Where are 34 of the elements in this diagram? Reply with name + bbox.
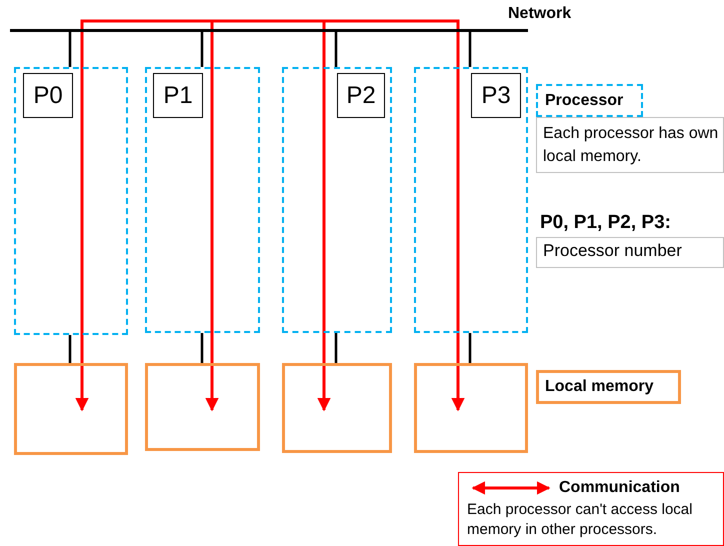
legend-label: Communication [559,479,680,497]
connector-line [200,32,204,67]
processor-number-box: P2 [337,73,385,118]
connector-line [68,335,72,363]
processor-frame [414,67,528,333]
connector-line [468,32,472,67]
processor-frame [14,67,128,335]
processor-number-box: P3 [471,73,521,118]
processor-number-box: P0 [23,73,73,118]
memory-box [282,363,392,453]
memory-box [14,363,128,455]
communication-arrow [75,21,89,412]
communication-line [80,20,460,22]
communication-arrow [317,21,331,412]
connector-line [68,32,72,67]
note-text: Each processor can't access local memory in other processors. [467,500,694,540]
bus-label: Network [508,5,572,23]
connector-line [334,333,338,363]
connector-line [200,333,204,363]
legend-key: Processor [536,84,643,117]
note-text: Each processor has own local memory. [536,117,724,173]
processor-frame [145,67,260,333]
legend-key: Local memory [536,370,681,404]
note-text: Processor number [536,237,724,268]
connector-line [334,32,338,67]
communication-arrow [451,21,465,412]
communication-arrow [205,21,219,412]
connector-line [468,333,472,363]
key-heading: P0, P1, P2, P3: [540,212,671,234]
processor-frame [282,67,392,333]
network-bus [10,29,528,32]
processor-number-box: P1 [153,73,203,118]
memory-box [145,363,260,451]
memory-box [414,363,528,453]
